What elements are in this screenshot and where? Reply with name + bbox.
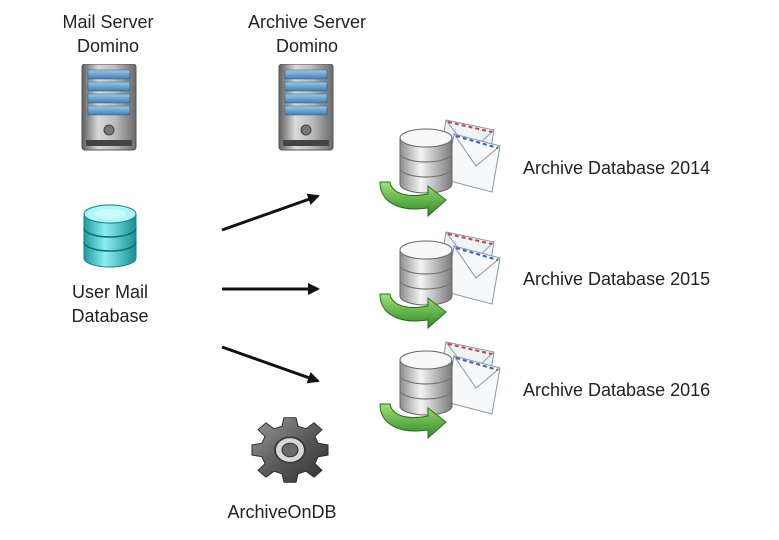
archive-db-2015-icon <box>374 224 506 332</box>
green-arrow-icon <box>379 403 447 440</box>
user-database-label-line1: User Mail <box>71 282 148 302</box>
arrow-to-2014 <box>221 193 320 232</box>
archive-server-label-line1: Archive Server <box>247 12 367 32</box>
gear-icon <box>244 410 336 490</box>
database-icon <box>399 350 453 416</box>
mail-server-label: Mail Server Domino <box>48 10 168 58</box>
database-icon <box>399 240 453 306</box>
user-database-label: User Mail Database <box>50 280 170 328</box>
archive-tool-label: ArchiveOnDB <box>227 502 337 522</box>
archive-db-2014-label: Archive Database 2014 <box>523 158 711 178</box>
archive-server-icon <box>277 64 335 152</box>
archive-db-2016-icon <box>374 334 506 442</box>
archive-db-2015-label: Archive Database 2015 <box>523 269 711 289</box>
arrow-to-2016 <box>221 345 320 384</box>
mail-server-label-line2: Domino <box>76 36 140 56</box>
green-arrow-icon <box>379 293 447 330</box>
mail-server-label-line1: Mail Server <box>62 12 154 32</box>
mail-server-icon <box>80 64 138 152</box>
user-database-label-line2: Database <box>71 306 149 326</box>
database-icon <box>399 128 453 194</box>
archive-server-label: Archive Server Domino <box>232 10 382 58</box>
green-arrow-icon <box>379 181 447 218</box>
archive-db-2016-label: Archive Database 2016 <box>523 380 711 400</box>
user-database-icon <box>80 200 140 272</box>
archive-db-2014-icon <box>374 112 506 220</box>
archive-server-label-line2: Domino <box>275 36 339 56</box>
